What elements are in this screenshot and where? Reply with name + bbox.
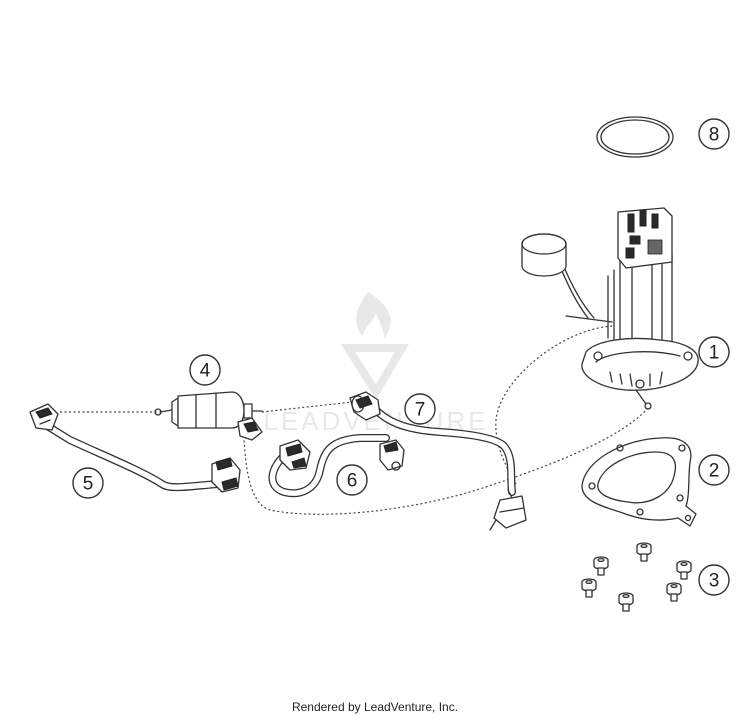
- fuel-pump-assembly: [521, 207, 699, 410]
- o-ring: [596, 116, 674, 158]
- callout-5: 5: [72, 467, 104, 499]
- callout-1: 1: [698, 336, 730, 368]
- svg-text:3: 3: [709, 571, 720, 592]
- screw: [666, 582, 682, 602]
- fuel-hose-middle: [268, 434, 405, 498]
- svg-text:4: 4: [200, 361, 211, 382]
- callout-4: 4: [189, 354, 221, 386]
- fuel-filter: [154, 391, 263, 441]
- screw: [676, 560, 692, 580]
- svg-text:8: 8: [709, 125, 720, 146]
- callout-7: 7: [404, 393, 436, 425]
- screw: [581, 578, 597, 598]
- callout-8: 8: [698, 118, 730, 150]
- footer-credit: Rendered by LeadVenture, Inc.: [291, 700, 459, 714]
- screw: [618, 592, 634, 612]
- svg-text:6: 6: [347, 471, 358, 492]
- screw: [636, 542, 652, 562]
- svg-text:5: 5: [83, 474, 94, 495]
- screw: [593, 556, 609, 576]
- svg-text:1: 1: [709, 343, 720, 364]
- screws: [581, 542, 692, 612]
- svg-text:7: 7: [415, 400, 426, 421]
- callout-3: 3: [698, 564, 730, 596]
- svg-text:2: 2: [709, 461, 720, 482]
- callout-6: 6: [336, 464, 368, 496]
- fuel-hose-left: [29, 403, 241, 493]
- callout-2: 2: [698, 454, 730, 486]
- flange-gasket: [581, 437, 697, 527]
- fuel-hose-right: [349, 391, 527, 531]
